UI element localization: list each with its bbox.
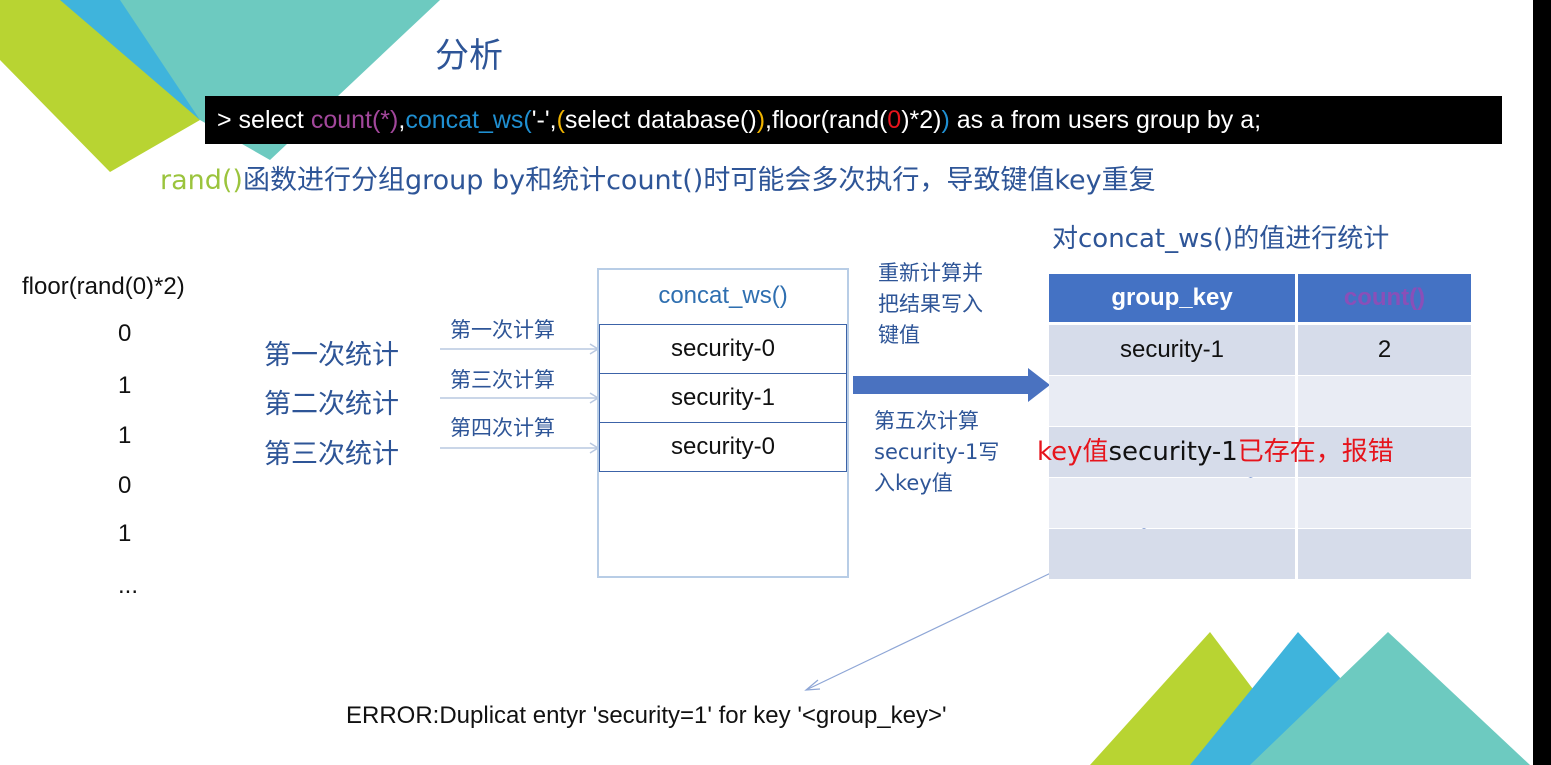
table-row-1-key: security-1 — [1049, 325, 1295, 375]
sequence-value-ellipsis: ... — [118, 572, 139, 599]
deco-triangle-teal-bottom — [1250, 632, 1530, 765]
sql-comma: , — [398, 106, 406, 134]
sequence-value-5: 1 — [118, 520, 132, 547]
sql-zero: 0 — [887, 106, 902, 134]
deco-triangle-green-top — [0, 0, 200, 172]
recalc-note: 重新计算并 把结果写入 键值 — [878, 258, 983, 351]
table-row-5-key — [1049, 529, 1295, 579]
table-row-2-key — [1049, 376, 1295, 426]
deco-triangle-teal-top — [120, 0, 440, 160]
sql-separator: '-', — [531, 106, 557, 134]
concat-header: concat_ws() — [658, 282, 788, 309]
error-note-key: key值 — [1037, 437, 1109, 467]
concat-box — [597, 268, 849, 578]
stat-label-3: 第三次统计 — [264, 439, 399, 470]
table-header-group-key: group_key — [1049, 274, 1295, 322]
sequence-label: floor(rand(0)*2) — [22, 273, 185, 300]
sql-inner-select: select database() — [564, 106, 757, 134]
subtitle: rand()函数进行分组group by和统计count()时可能会多次执行，导… — [160, 158, 1156, 197]
sql-count-fn: count(*) — [310, 106, 399, 134]
calc-label-1: 第一次计算 — [450, 318, 555, 342]
recalc-note-line-3: 键值 — [878, 323, 920, 347]
concat-cell-3: security-0 — [599, 422, 847, 472]
error-note-exists: 已存在，报错 — [1237, 437, 1394, 467]
fifth-calc-note-line-2: security-1写 — [874, 440, 1000, 464]
right-edge-strip — [1533, 0, 1551, 765]
error-pointer-head — [804, 679, 821, 691]
subtitle-fn: rand() — [160, 165, 243, 196]
page-title: 分析 — [435, 36, 503, 76]
stat-label-2: 第二次统计 — [264, 389, 399, 420]
table-row-5-count — [1298, 529, 1471, 579]
calc-label-3: 第四次计算 — [450, 416, 555, 440]
sequence-value-2: 1 — [118, 372, 132, 399]
table-row-1-count: 2 — [1298, 325, 1471, 375]
table-header-count: count() — [1298, 274, 1471, 322]
error-note: key值security-1已存在，报错 — [1037, 431, 1394, 468]
sequence-value-4: 0 — [118, 472, 132, 499]
fifth-calc-note-line-1: 第五次计算 — [874, 409, 979, 433]
concat-cell-2: security-1 — [599, 373, 847, 423]
sql-paren-open: ( — [556, 106, 565, 134]
concat-cell-1: security-0 — [599, 324, 847, 374]
sql-floor-part: ,floor(rand( — [765, 106, 888, 134]
table-row-3-key — [1049, 427, 1295, 477]
table-caption: 对concat_ws()的值进行统计 — [1052, 224, 1390, 254]
block-arrow — [853, 368, 1050, 402]
table-row-4-key — [1049, 478, 1295, 528]
sql-concat-fn: concat_ws( — [405, 106, 532, 134]
stat-label-1: 第一次统计 — [264, 340, 399, 371]
sql-paren-close: ) — [756, 106, 766, 134]
sql-tail: as a from users group by a; — [949, 106, 1262, 134]
table-row-4-count — [1298, 478, 1471, 528]
table-row-2-count — [1298, 376, 1471, 426]
error-message: ERROR:Duplicat entyr 'security=1' for ke… — [346, 702, 947, 729]
calc-label-2: 第三次计算 — [450, 368, 555, 392]
sql-close-paren: ) — [941, 106, 950, 134]
sql-floor-end: )*2) — [901, 106, 942, 134]
error-note-value: security-1 — [1108, 437, 1238, 467]
sql-prefix: > select — [217, 106, 311, 134]
recalc-note-line-1: 重新计算并 — [878, 261, 983, 285]
fifth-calc-note: 第五次计算 security-1写 入key值 — [874, 406, 999, 499]
fifth-calc-note-line-3: 入key值 — [874, 471, 953, 495]
sequence-value-1: 0 — [118, 320, 132, 347]
sql-statement-bar: > select count(*),concat_ws('-',(select … — [205, 96, 1502, 144]
subtitle-text: 函数进行分组group by和统计count()时可能会多次执行，导致键值key… — [242, 165, 1156, 196]
table-row-3-count — [1298, 427, 1471, 477]
sequence-value-3: 1 — [118, 422, 132, 449]
recalc-note-line-2: 把结果写入 — [878, 292, 983, 316]
